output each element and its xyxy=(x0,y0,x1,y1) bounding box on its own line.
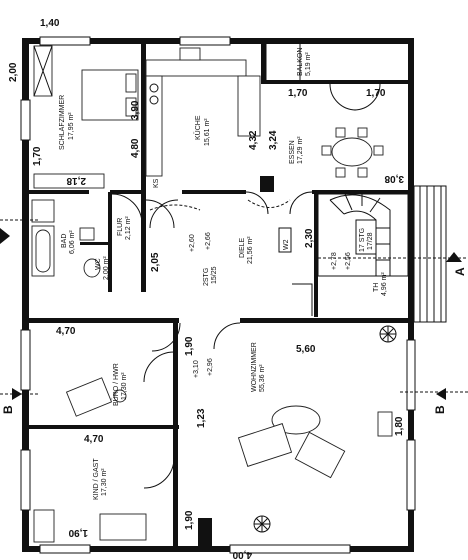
dimension-label: 1,70 xyxy=(32,146,43,166)
room-area-bad: 6,06 m² xyxy=(69,230,76,254)
annotation-stairs: 2STG xyxy=(203,268,210,286)
room-label-th: TH xyxy=(373,283,380,292)
room-area-schlafzimmer: 17,95 m² xyxy=(68,112,75,140)
dimension-label: 1,70 xyxy=(288,88,308,99)
annotation-stairs: 17 STG xyxy=(359,228,366,252)
annotation-w2: W2 xyxy=(283,239,290,250)
dimension-label: 4,32 xyxy=(248,130,259,150)
dimension-label: 1,23 xyxy=(196,408,207,428)
room-area-th: 4,96 m² xyxy=(381,272,388,296)
dimension-label: 2,18 xyxy=(66,175,86,186)
room-label-flur: FLUR xyxy=(117,218,124,236)
annotation-height: +2,60 xyxy=(189,234,196,252)
dimension-label: 1,80 xyxy=(394,416,405,436)
dimension-label: 4,70 xyxy=(56,326,76,337)
room-area-kind: 17,30 m² xyxy=(101,468,108,496)
annotation-height: +2,56 xyxy=(345,252,352,270)
dimension-label: 1,90 xyxy=(68,527,88,538)
room-area-essen: 17,29 m² xyxy=(297,136,304,164)
room-area-kueche: 15,61 m² xyxy=(204,118,211,146)
room-label-wc: WC xyxy=(95,258,102,270)
annotation-height: +3,10 xyxy=(193,360,200,378)
dimension-label: 1,40 xyxy=(40,18,60,29)
dimension-label: 4,70 xyxy=(84,434,104,445)
room-label-buero: BÜRO / HWR xyxy=(112,363,120,406)
section-marker-b-left: B xyxy=(1,405,15,414)
plant-icon xyxy=(253,515,271,533)
section-lines xyxy=(0,219,468,400)
room-label-essen: ESSEN xyxy=(289,140,296,164)
dimension-label: 2,30 xyxy=(304,228,315,248)
dimension-label: 1,70 xyxy=(366,88,386,99)
interior-walls xyxy=(29,44,410,550)
dimension-label: 5,60 xyxy=(296,344,316,355)
dimension-label: 3,90 xyxy=(130,100,141,120)
room-label-schlafzimmer: SCHLAFZIMMER xyxy=(59,95,66,150)
room-label-bad: BAD xyxy=(61,234,68,248)
room-area-wohnzimmer: 55,36 m² xyxy=(259,364,266,392)
room-label-balkon: BALKON xyxy=(297,48,304,76)
dimension-label: 2,00 xyxy=(8,62,19,82)
dimension-label: 2,05 xyxy=(150,252,161,272)
furniture xyxy=(31,45,393,543)
dimension-label: 3,08 xyxy=(384,173,404,184)
windows xyxy=(20,36,416,554)
stair-info-box xyxy=(355,219,377,255)
annotation-ks: KS xyxy=(153,178,160,188)
room-label-diele: DIELE xyxy=(239,237,246,258)
outer-walls xyxy=(22,38,414,552)
annotation-height: +2,78 xyxy=(331,252,338,270)
dimension-label: 4,00 xyxy=(232,549,252,560)
room-area-flur: 2,12 m² xyxy=(125,216,132,240)
room-label-kueche: KÜCHE xyxy=(194,115,202,140)
stairs xyxy=(292,185,447,323)
room-area-balkon: 5,19 m² xyxy=(305,52,312,76)
annotation-stairs: 15/25 xyxy=(211,266,218,284)
dimension-label: 1,90 xyxy=(184,510,195,530)
section-marker-b-right: B xyxy=(433,405,447,414)
dimension-label: 1,90 xyxy=(184,336,195,356)
w2-marker xyxy=(278,227,292,253)
annotation-height: +2,96 xyxy=(207,358,214,376)
room-area-wc: 2,00 m² xyxy=(103,256,110,280)
annotation-height: +2,66 xyxy=(205,232,212,250)
dimension-label: 4,80 xyxy=(130,138,141,158)
door-arcs xyxy=(111,83,381,489)
room-area-buero: 17,30 m² xyxy=(121,372,128,400)
room-area-diele: 21,56 m² xyxy=(247,236,254,264)
dimension-label: 3,24 xyxy=(268,130,279,150)
section-marker-a: A xyxy=(453,267,467,276)
room-label-wohnzimmer: WOHNZIMMER xyxy=(251,342,258,392)
room-label-kind: KIND / GAST xyxy=(93,458,100,500)
annotation-stairs: 17/28 xyxy=(367,232,374,250)
plant-icon xyxy=(379,325,397,343)
